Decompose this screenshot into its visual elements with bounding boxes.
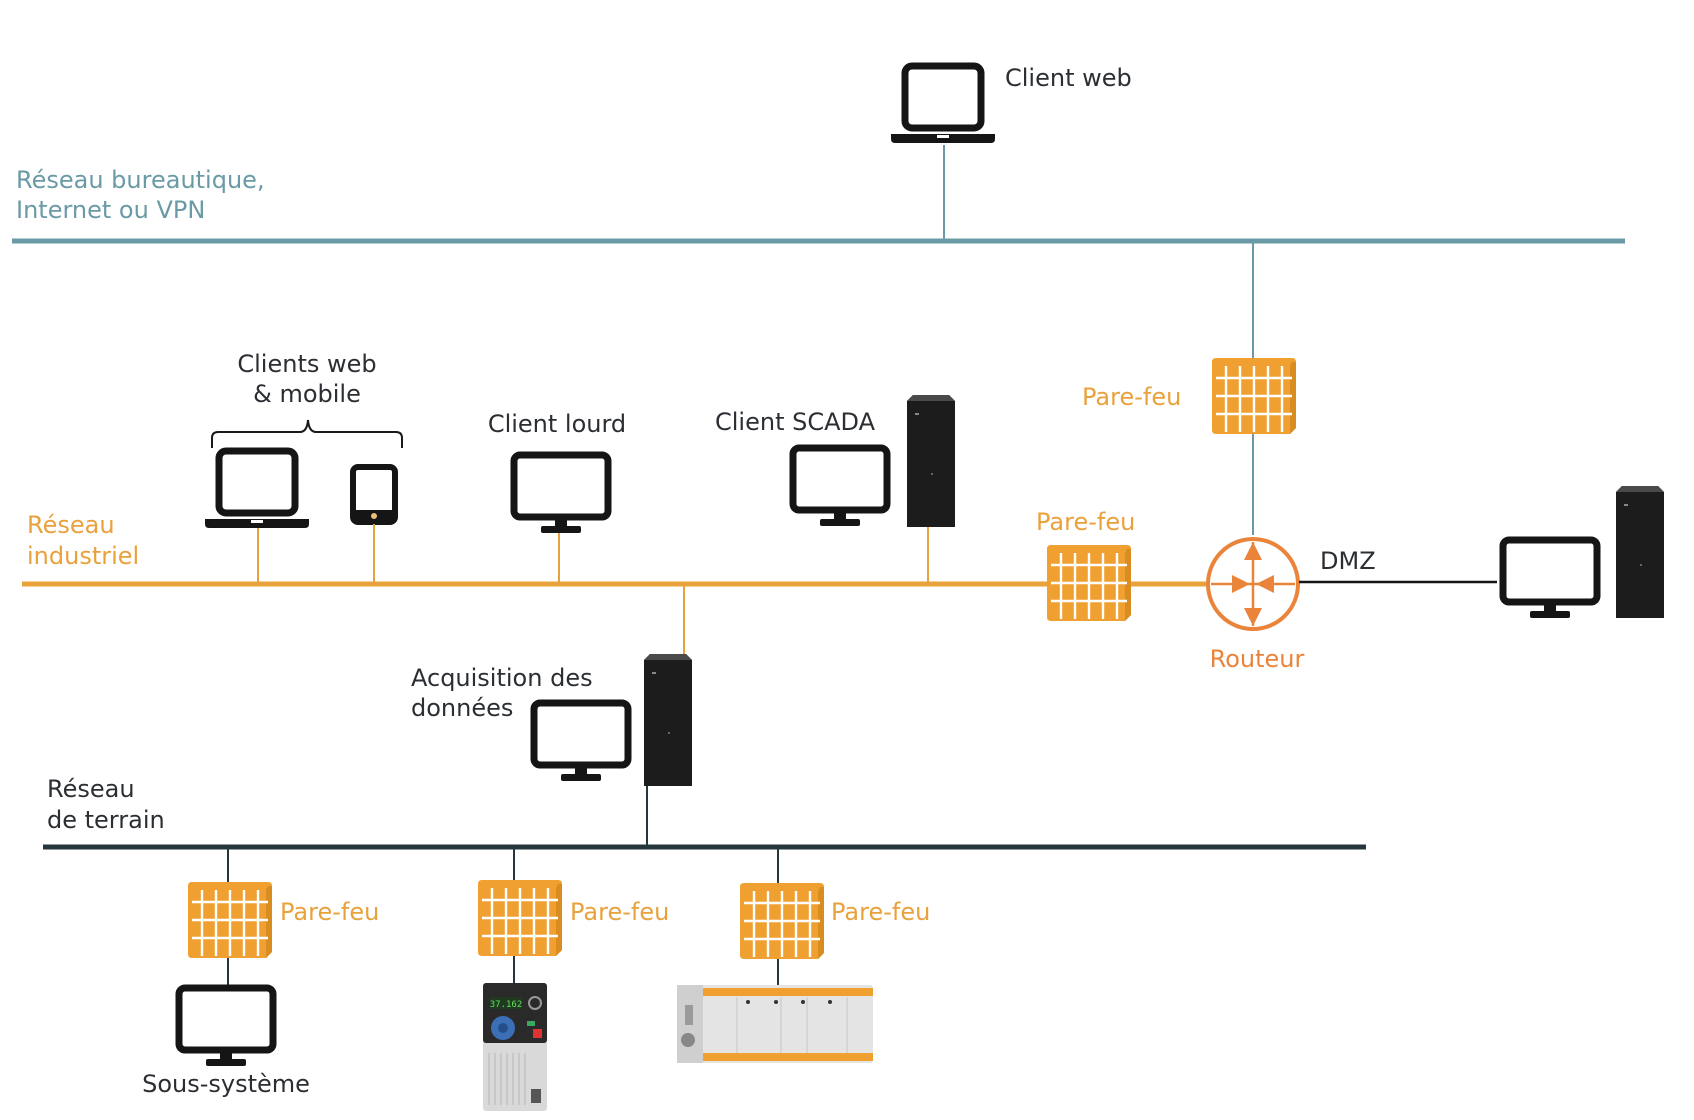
monitor-icon	[534, 703, 628, 781]
drive-display: 37.162	[490, 1000, 523, 1010]
laptop-icon	[205, 451, 309, 528]
server-tower-icon	[644, 654, 692, 786]
client-scada-label: Client SCADA	[715, 408, 876, 436]
group-brace	[211, 419, 403, 448]
monitor-icon	[179, 988, 273, 1066]
plc-icon	[677, 985, 873, 1063]
acquisition-label-line1: Acquisition des	[411, 664, 593, 692]
industrial-network-label-line2: industriel	[27, 542, 139, 570]
firewall-icon	[186, 880, 274, 960]
firewall-field-2-label: Pare-feu	[570, 898, 669, 926]
office-network-label-line1: Réseau bureautique,	[16, 166, 265, 194]
client-web-label: Client web	[1005, 64, 1132, 92]
firewall-icon	[1210, 356, 1298, 436]
firewall-icon	[476, 878, 564, 958]
client-lourd-label: Client lourd	[488, 410, 626, 438]
monitor-icon	[514, 455, 608, 533]
variable-drive-icon: 37.162	[483, 983, 547, 1111]
office-network-label-line2: Internet ou VPN	[16, 196, 205, 224]
firewall-icon	[1045, 543, 1133, 623]
firewall-icon	[738, 881, 826, 961]
firewall-office-label: Pare-feu	[1082, 383, 1181, 411]
firewall-field-3-label: Pare-feu	[831, 898, 930, 926]
monitor-icon	[1503, 540, 1597, 618]
tablet-icon	[350, 464, 398, 525]
monitor-icon	[793, 448, 887, 526]
firewall-industrial-label: Pare-feu	[1036, 508, 1135, 536]
clients-web-mobile-label-line1: Clients web	[237, 350, 376, 378]
firewall-field-1-label: Pare-feu	[280, 898, 379, 926]
industrial-network-label-line1: Réseau	[27, 511, 115, 539]
clients-web-mobile-label-line2: & mobile	[253, 380, 361, 408]
server-tower-icon	[1616, 486, 1664, 618]
field-network-label-line2: de terrain	[47, 806, 165, 834]
subsystem-label: Sous-système	[142, 1070, 310, 1098]
router-label: Routeur	[1210, 645, 1305, 673]
router-icon	[1206, 537, 1300, 631]
acquisition-label-line2: données	[411, 694, 513, 722]
laptop-icon	[891, 66, 995, 143]
dmz-label: DMZ	[1320, 547, 1376, 575]
server-tower-icon	[907, 395, 955, 527]
field-network-label-line1: Réseau	[47, 775, 135, 803]
